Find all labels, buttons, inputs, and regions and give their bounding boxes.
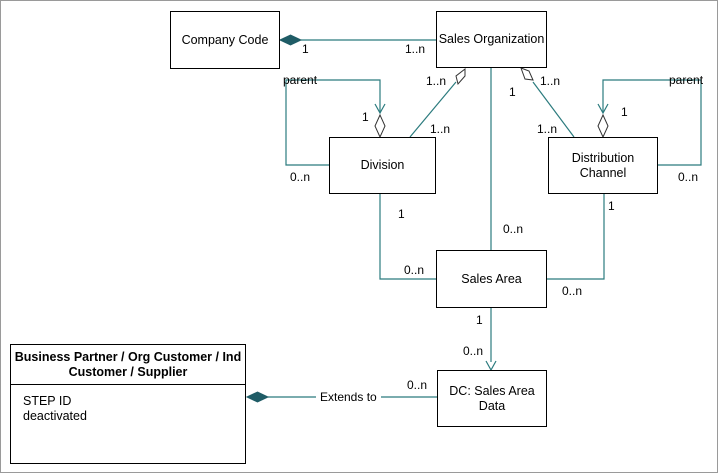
aggregation-diamond-division-parent bbox=[374, 113, 386, 139]
mult-division-org-1n-top: 1..n bbox=[426, 74, 447, 88]
composition-diamond-company bbox=[278, 34, 303, 46]
company-code-label: Company Code bbox=[181, 32, 269, 47]
mult-division-salesarea-0n: 0..n bbox=[404, 263, 425, 277]
business-partner-title: Business Partner / Org Customer / Ind Cu… bbox=[11, 345, 245, 385]
role-parent-left: parent bbox=[283, 73, 318, 87]
sales-organization-box[interactable]: Sales Organization bbox=[436, 11, 547, 68]
company-code-box[interactable]: Company Code bbox=[170, 11, 280, 69]
attribute-deactivated: deactivated bbox=[23, 409, 87, 423]
mult-dc-salesarea-1: 1 bbox=[608, 199, 615, 213]
arrowhead-division-parent bbox=[374, 103, 386, 115]
mult-division-org-1n-bottom: 1..n bbox=[430, 122, 451, 136]
mult-dc-org-1n-bottom: 1..n bbox=[537, 122, 558, 136]
dc-sales-area-data-box[interactable]: DC: Sales Area Data bbox=[437, 370, 547, 427]
mult-dc-salesarea-0n: 0..n bbox=[562, 284, 583, 298]
sales-area-box[interactable]: Sales Area bbox=[436, 250, 547, 308]
dc-sales-area-data-label-line2: Data bbox=[478, 398, 506, 413]
aggregation-diamond-dc-parent bbox=[597, 113, 609, 139]
attribute-step-id: STEP ID bbox=[23, 394, 72, 408]
composition-diamond-bp bbox=[245, 391, 270, 403]
connector-division-org bbox=[409, 81, 457, 138]
mult-org-salesarea-1: 1 bbox=[509, 85, 516, 99]
distribution-channel-label-line2: Channel bbox=[579, 165, 627, 180]
business-partner-attributes: STEP ID deactivated bbox=[11, 385, 245, 424]
distribution-channel-label-line1: Distribution bbox=[571, 150, 635, 165]
dc-sales-area-data-label-line1: DC: Sales Area bbox=[449, 383, 535, 398]
mult-org-company-1n: 1..n bbox=[405, 42, 426, 56]
mult-division-salesarea-1: 1 bbox=[398, 207, 405, 221]
division-box[interactable]: Division bbox=[329, 137, 436, 194]
business-partner-box[interactable]: Business Partner / Org Customer / Ind Cu… bbox=[10, 344, 246, 464]
mult-dc-self-0n: 0..n bbox=[678, 170, 699, 184]
extends-to-label: Extends to bbox=[316, 390, 381, 404]
sales-area-label: Sales Area bbox=[461, 271, 522, 286]
mult-division-self-0n: 0..n bbox=[290, 170, 311, 184]
mult-salesarea-dcdata-1: 1 bbox=[476, 313, 483, 327]
mult-dc-org-1n-top: 1..n bbox=[540, 74, 561, 88]
arrowhead-dc-data bbox=[485, 360, 497, 372]
mult-company-1: 1 bbox=[302, 42, 309, 56]
aggregation-diamond-dc-org bbox=[520, 67, 534, 81]
business-partner-title-line2: Customer / Supplier bbox=[68, 365, 188, 379]
connector-dc-salesarea bbox=[547, 194, 605, 280]
connector-dc-org bbox=[532, 81, 575, 138]
mult-division-self-1: 1 bbox=[362, 110, 369, 124]
mult-salesarea-dcdata-0n: 0..n bbox=[463, 344, 484, 358]
business-partner-title-line1: Business Partner / Org Customer / Ind bbox=[14, 350, 242, 364]
connector-dc-parent bbox=[602, 79, 702, 166]
division-label: Division bbox=[360, 158, 405, 172]
distribution-channel-box[interactable]: Distribution Channel bbox=[548, 137, 658, 194]
aggregation-diamond-division-org bbox=[455, 67, 466, 86]
mult-org-salesarea-0n: 0..n bbox=[503, 222, 524, 236]
role-parent-right: parent bbox=[669, 73, 704, 87]
sales-organization-label: Sales Organization bbox=[438, 32, 545, 46]
arrowhead-dc-parent bbox=[597, 103, 609, 115]
connector-division-parent bbox=[285, 79, 381, 166]
mult-dc-self-1: 1 bbox=[621, 105, 628, 119]
mult-extends-0n: 0..n bbox=[407, 378, 428, 392]
connector-division-salesarea bbox=[379, 194, 436, 280]
